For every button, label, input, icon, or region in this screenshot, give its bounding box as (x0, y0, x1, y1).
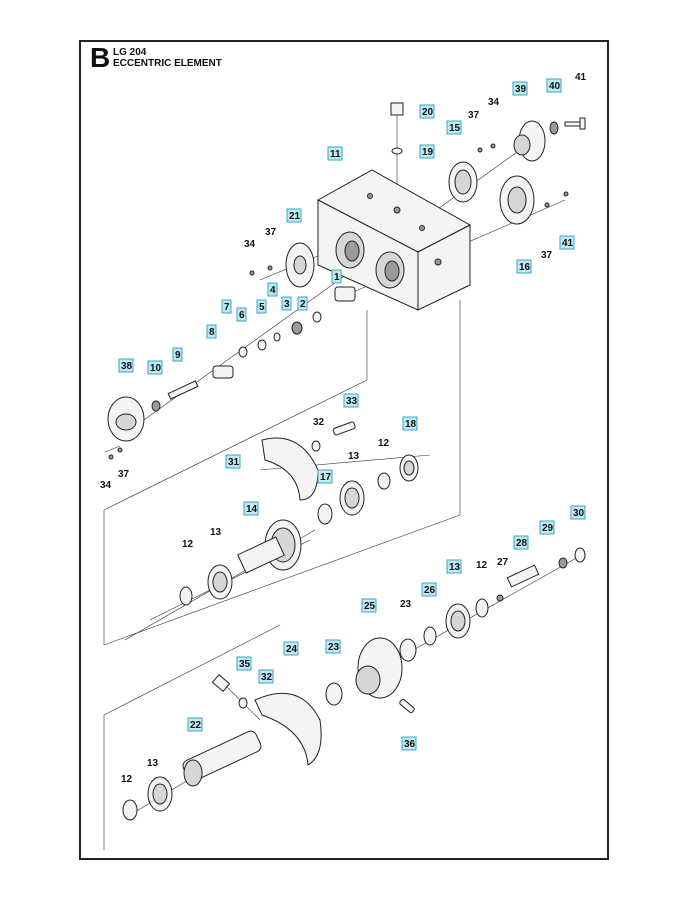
callout-17: 17 (320, 472, 332, 483)
callout-12c: 12 (476, 560, 488, 571)
callout-5: 5 (259, 302, 265, 313)
bolt-41-top (564, 117, 586, 130)
callout-13b: 13 (210, 527, 222, 538)
shaft-22 (182, 730, 262, 787)
callout-24: 24 (286, 644, 298, 655)
callout-1: 1 (334, 272, 340, 283)
callout-23a: 23 (400, 599, 412, 610)
callout-33: 33 (346, 396, 358, 407)
gear-shaft-14 (237, 519, 302, 574)
pulley-39 (513, 120, 546, 162)
callout-12a: 12 (378, 438, 390, 449)
callout-6: 6 (239, 310, 245, 321)
callout-15: 15 (449, 123, 461, 134)
callout-20: 20 (422, 107, 434, 118)
callout-32a: 32 (313, 417, 325, 428)
callout-32b: 32 (261, 672, 273, 683)
ring-23-lower (325, 682, 343, 706)
callout-13d: 13 (147, 758, 159, 769)
callout-18: 18 (405, 419, 417, 430)
callout-21: 21 (289, 211, 301, 222)
callout-36: 36 (404, 739, 416, 750)
callout-30: 30 (573, 508, 585, 519)
model-label: LG 204 (113, 47, 147, 58)
callout-10: 10 (150, 363, 162, 374)
callout-37a: 37 (468, 110, 480, 121)
callout-23b: 23 (328, 642, 340, 653)
bearing-13-left (179, 564, 233, 606)
callout-12d: 12 (121, 774, 133, 785)
callout-8: 8 (209, 327, 215, 338)
callout-12b: 12 (182, 539, 194, 550)
callout-3: 3 (284, 299, 290, 310)
callout-40: 40 (549, 81, 561, 92)
callout-39: 39 (515, 84, 527, 95)
cover-flange-16 (499, 175, 535, 225)
cover-38 (107, 396, 145, 442)
callout-37c: 37 (541, 250, 553, 261)
callout-34b: 34 (244, 239, 256, 250)
callout-16: 16 (519, 262, 531, 273)
bearing-13-right (339, 472, 391, 516)
spring-assembly (399, 547, 586, 662)
callout-2: 2 (300, 299, 306, 310)
callout-41a: 41 (575, 72, 587, 83)
callout-11: 11 (330, 149, 341, 160)
ring-17 (317, 503, 333, 525)
fasteners (108, 143, 569, 460)
callout-4: 4 (270, 285, 276, 296)
cover-flange-15 (448, 161, 478, 203)
bolt-35 (211, 673, 248, 709)
housing-part-11 (316, 169, 472, 311)
callout-37d: 37 (118, 469, 130, 480)
flange-21 (285, 242, 315, 288)
section-letter: B (90, 42, 111, 73)
eccentric-weight-24 (254, 692, 322, 766)
callout-26: 26 (424, 585, 436, 596)
bolt-20 (390, 102, 404, 155)
washer-40 (549, 121, 559, 135)
callout-41b: 41 (562, 238, 574, 249)
small-parts-row (151, 286, 356, 412)
gear-25 (355, 637, 415, 714)
callout-19: 19 (422, 147, 434, 158)
callout-25: 25 (364, 601, 376, 612)
callout-22: 22 (190, 720, 202, 731)
pin-33 (311, 421, 356, 452)
bearing-18 (399, 454, 419, 482)
callout-34a: 34 (488, 97, 500, 108)
callout-9: 9 (175, 350, 181, 361)
callout-27: 27 (497, 557, 509, 568)
callout-13a: 13 (348, 451, 360, 462)
callout-37b: 37 (265, 227, 277, 238)
callout-29: 29 (542, 523, 554, 534)
callout-13c: 13 (449, 562, 461, 573)
callout-31: 31 (228, 457, 240, 468)
callout-28: 28 (516, 538, 528, 549)
callout-7: 7 (224, 302, 230, 313)
eccentric-weight-31 (261, 437, 319, 501)
diagram-title: ECCENTRIC ELEMENT (113, 58, 222, 69)
bearing-13-bottom (122, 776, 173, 821)
diagram-frame (79, 40, 609, 860)
callout-34c: 34 (100, 480, 112, 491)
callout-35: 35 (239, 659, 251, 670)
callout-14: 14 (246, 504, 258, 515)
callout-labels: 20 19 11 15 39 40 21 41 16 1 4 2 3 7 5 6… (100, 72, 587, 785)
callout-38: 38 (121, 361, 133, 372)
